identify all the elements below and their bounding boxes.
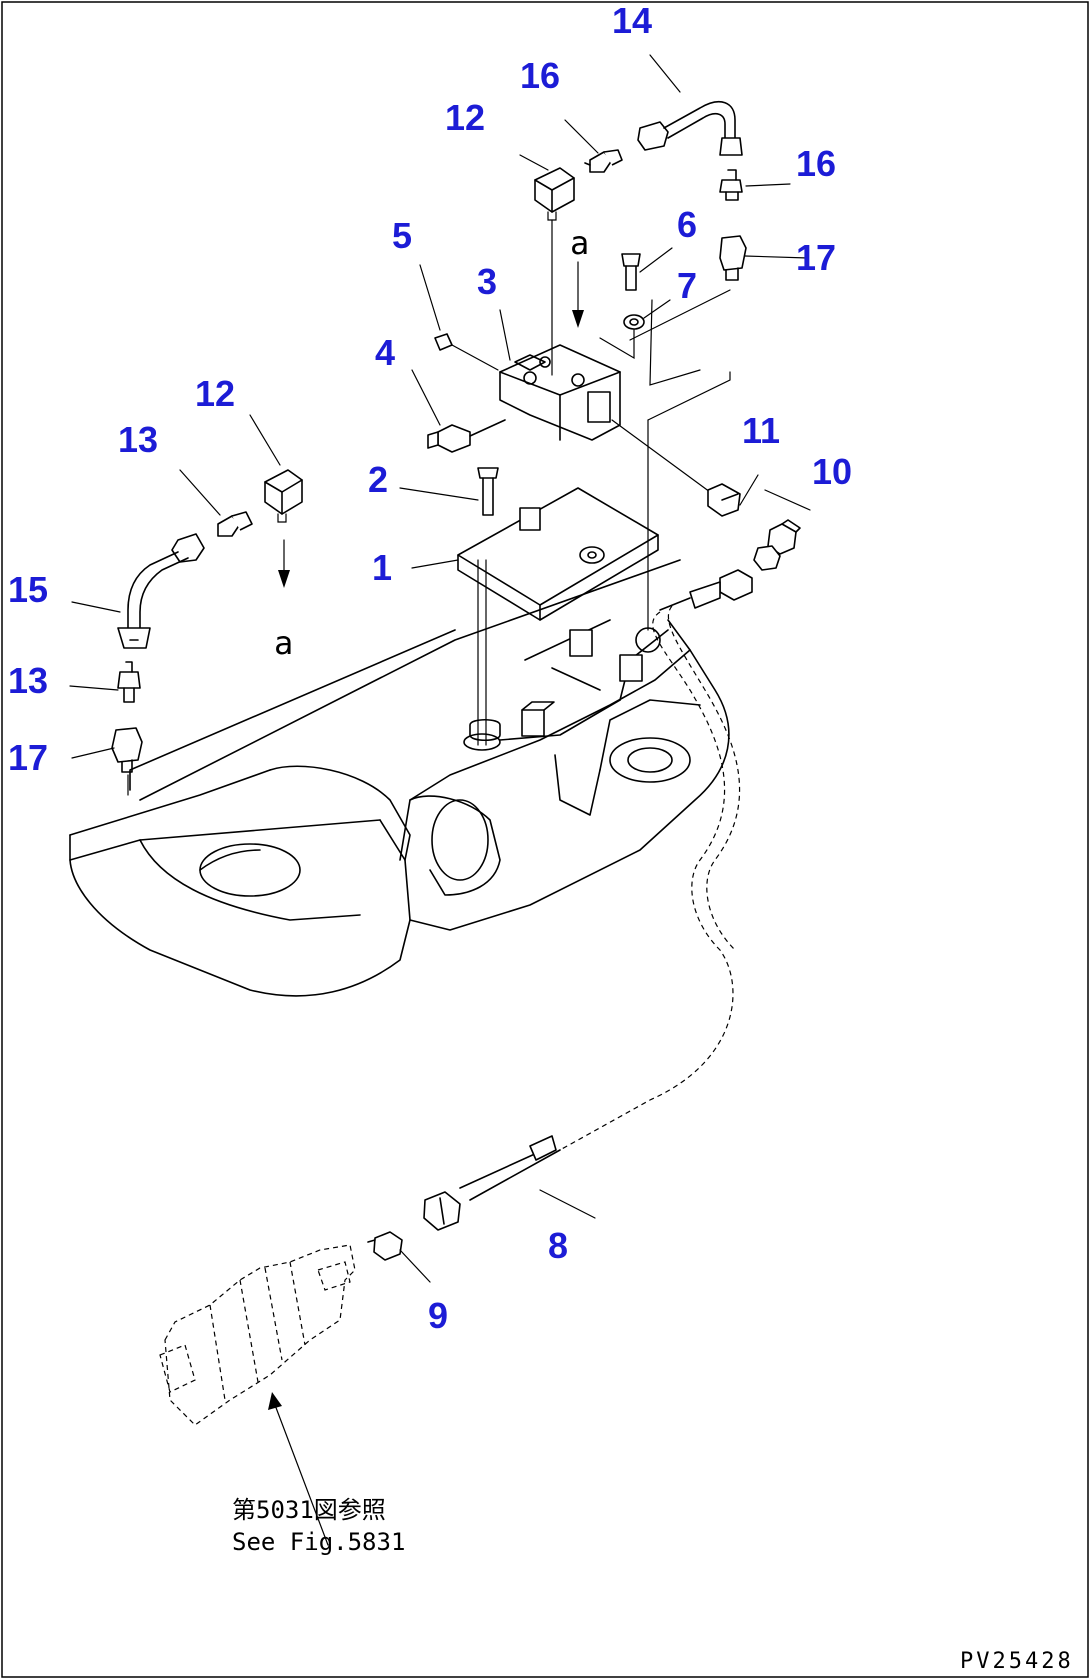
fitting-16-right [719,169,743,201]
fitting-16-top [584,149,623,173]
drawing-code: PV25428 [960,1649,1074,1674]
callout-9: 9 [428,1295,448,1336]
ref-letter-lower: a [274,624,293,662]
note-leader [274,1404,329,1546]
bolt-6 [621,253,641,291]
harness-branch [647,371,731,421]
nut-17-left [111,727,143,796]
callout-3: 3 [477,261,497,302]
control-valve [159,1244,356,1426]
callout-15: 15 [8,569,48,610]
callout-14: 14 [612,0,652,41]
harness-connector [659,569,753,611]
arrow-head-icon [278,570,290,588]
connector-12-left [264,469,303,523]
plug [434,333,499,371]
callout-16-top: 16 [520,55,560,96]
arrow-head-icon [268,1392,282,1410]
arrow-head-icon [572,310,584,328]
elbow-fitting [427,419,506,453]
callout-11: 11 [742,410,780,451]
callout-17-left: 17 [8,737,48,778]
pipe-15 [117,533,205,649]
connector-11 [611,419,741,517]
connector-10 [753,519,801,571]
callout-7: 7 [677,265,697,306]
callout-5: 5 [392,215,412,256]
callout-4: 4 [375,332,395,373]
nut-17-right [719,235,747,281]
leader-lines [69,54,811,1283]
callout-12-top: 12 [445,97,485,138]
callout-1: 1 [372,547,392,588]
fitting-13-top [217,511,253,537]
callout-2: 2 [368,459,388,500]
pipe-run [629,289,731,341]
connector-12-top [534,167,575,376]
callout-6: 6 [677,204,697,245]
note-japanese: 第5031図参照 [232,1496,386,1524]
callout-10: 10 [812,451,852,492]
callout-16-right: 16 [796,143,836,184]
fitting-13-bottom [117,661,141,703]
machine-frame [69,559,730,997]
callout-12-left: 12 [195,373,235,414]
mounting-bolt [477,467,499,516]
adapter-9 [367,1231,403,1261]
callout-8: 8 [548,1225,568,1266]
callout-13-top: 13 [118,419,158,460]
pipe-14 [637,100,743,156]
solenoid-valve-block [499,344,621,441]
callout-17-right: 17 [796,237,836,278]
washer-7 [599,314,645,360]
callout-13-bottom: 13 [8,660,48,701]
bracket-plate [457,487,659,751]
harness-8 [423,605,741,1231]
pipe-run [649,299,701,386]
note-english: See Fig.5831 [232,1528,405,1556]
ref-letter-upper: a [570,224,589,262]
